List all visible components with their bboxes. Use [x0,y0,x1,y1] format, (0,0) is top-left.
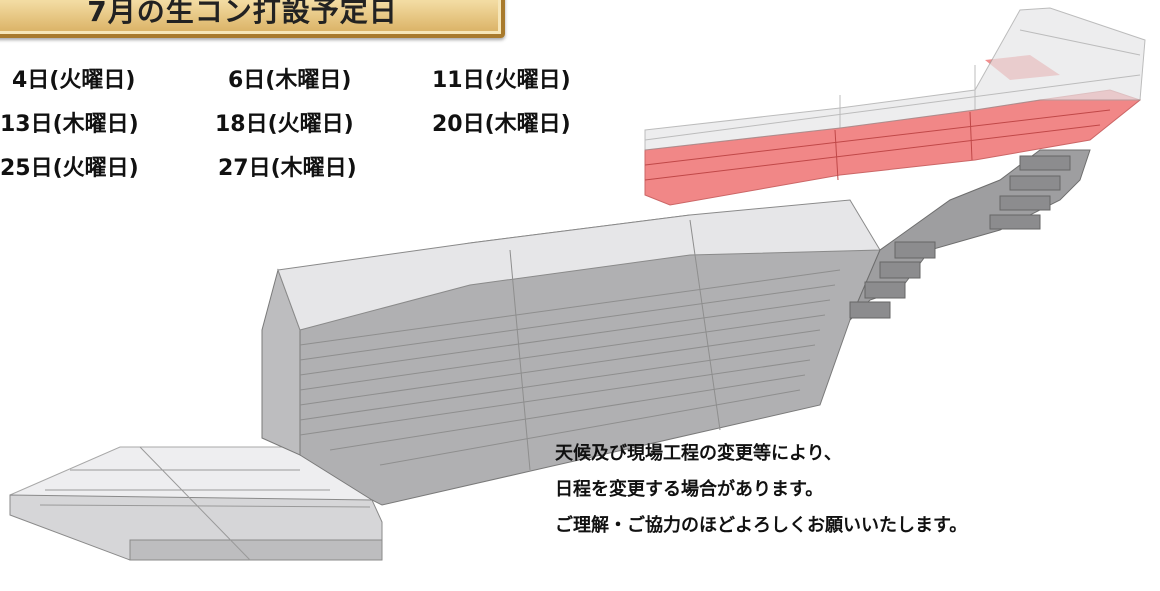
schedule-date: 6日(木曜日) [228,68,352,93]
notice-line: 天候及び現場工程の変更等により、 [555,443,842,464]
schedule-date: 11日(火曜日) [432,68,571,93]
schedule-date: 18日(火曜日) [215,112,354,137]
dam-body [261,199,881,506]
schedule-notice: 天候及び現場工程の変更等により、 日程を変更する場合があります。 ご理解・ご協力… [555,436,967,544]
notice-line: ご理解・ご協力のほどよろしくお願いいたします。 [555,515,968,536]
notice-line: 日程を変更する場合があります。 [555,479,824,500]
title-plaque: 7月の生コン打設予定日 [0,0,505,38]
schedule-date: 4日(火曜日) [12,68,136,93]
future-lifts [644,7,1146,151]
schedule-date: 13日(木曜日) [0,112,139,137]
page-title: 7月の生コン打設予定日 [87,0,398,28]
schedule-date: 25日(火曜日) [0,156,139,181]
schedule-date: 27日(木曜日) [218,156,357,181]
schedule-date: 20日(木曜日) [432,112,571,137]
stepped-abutment [849,149,1091,321]
apron-slab [9,446,383,561]
